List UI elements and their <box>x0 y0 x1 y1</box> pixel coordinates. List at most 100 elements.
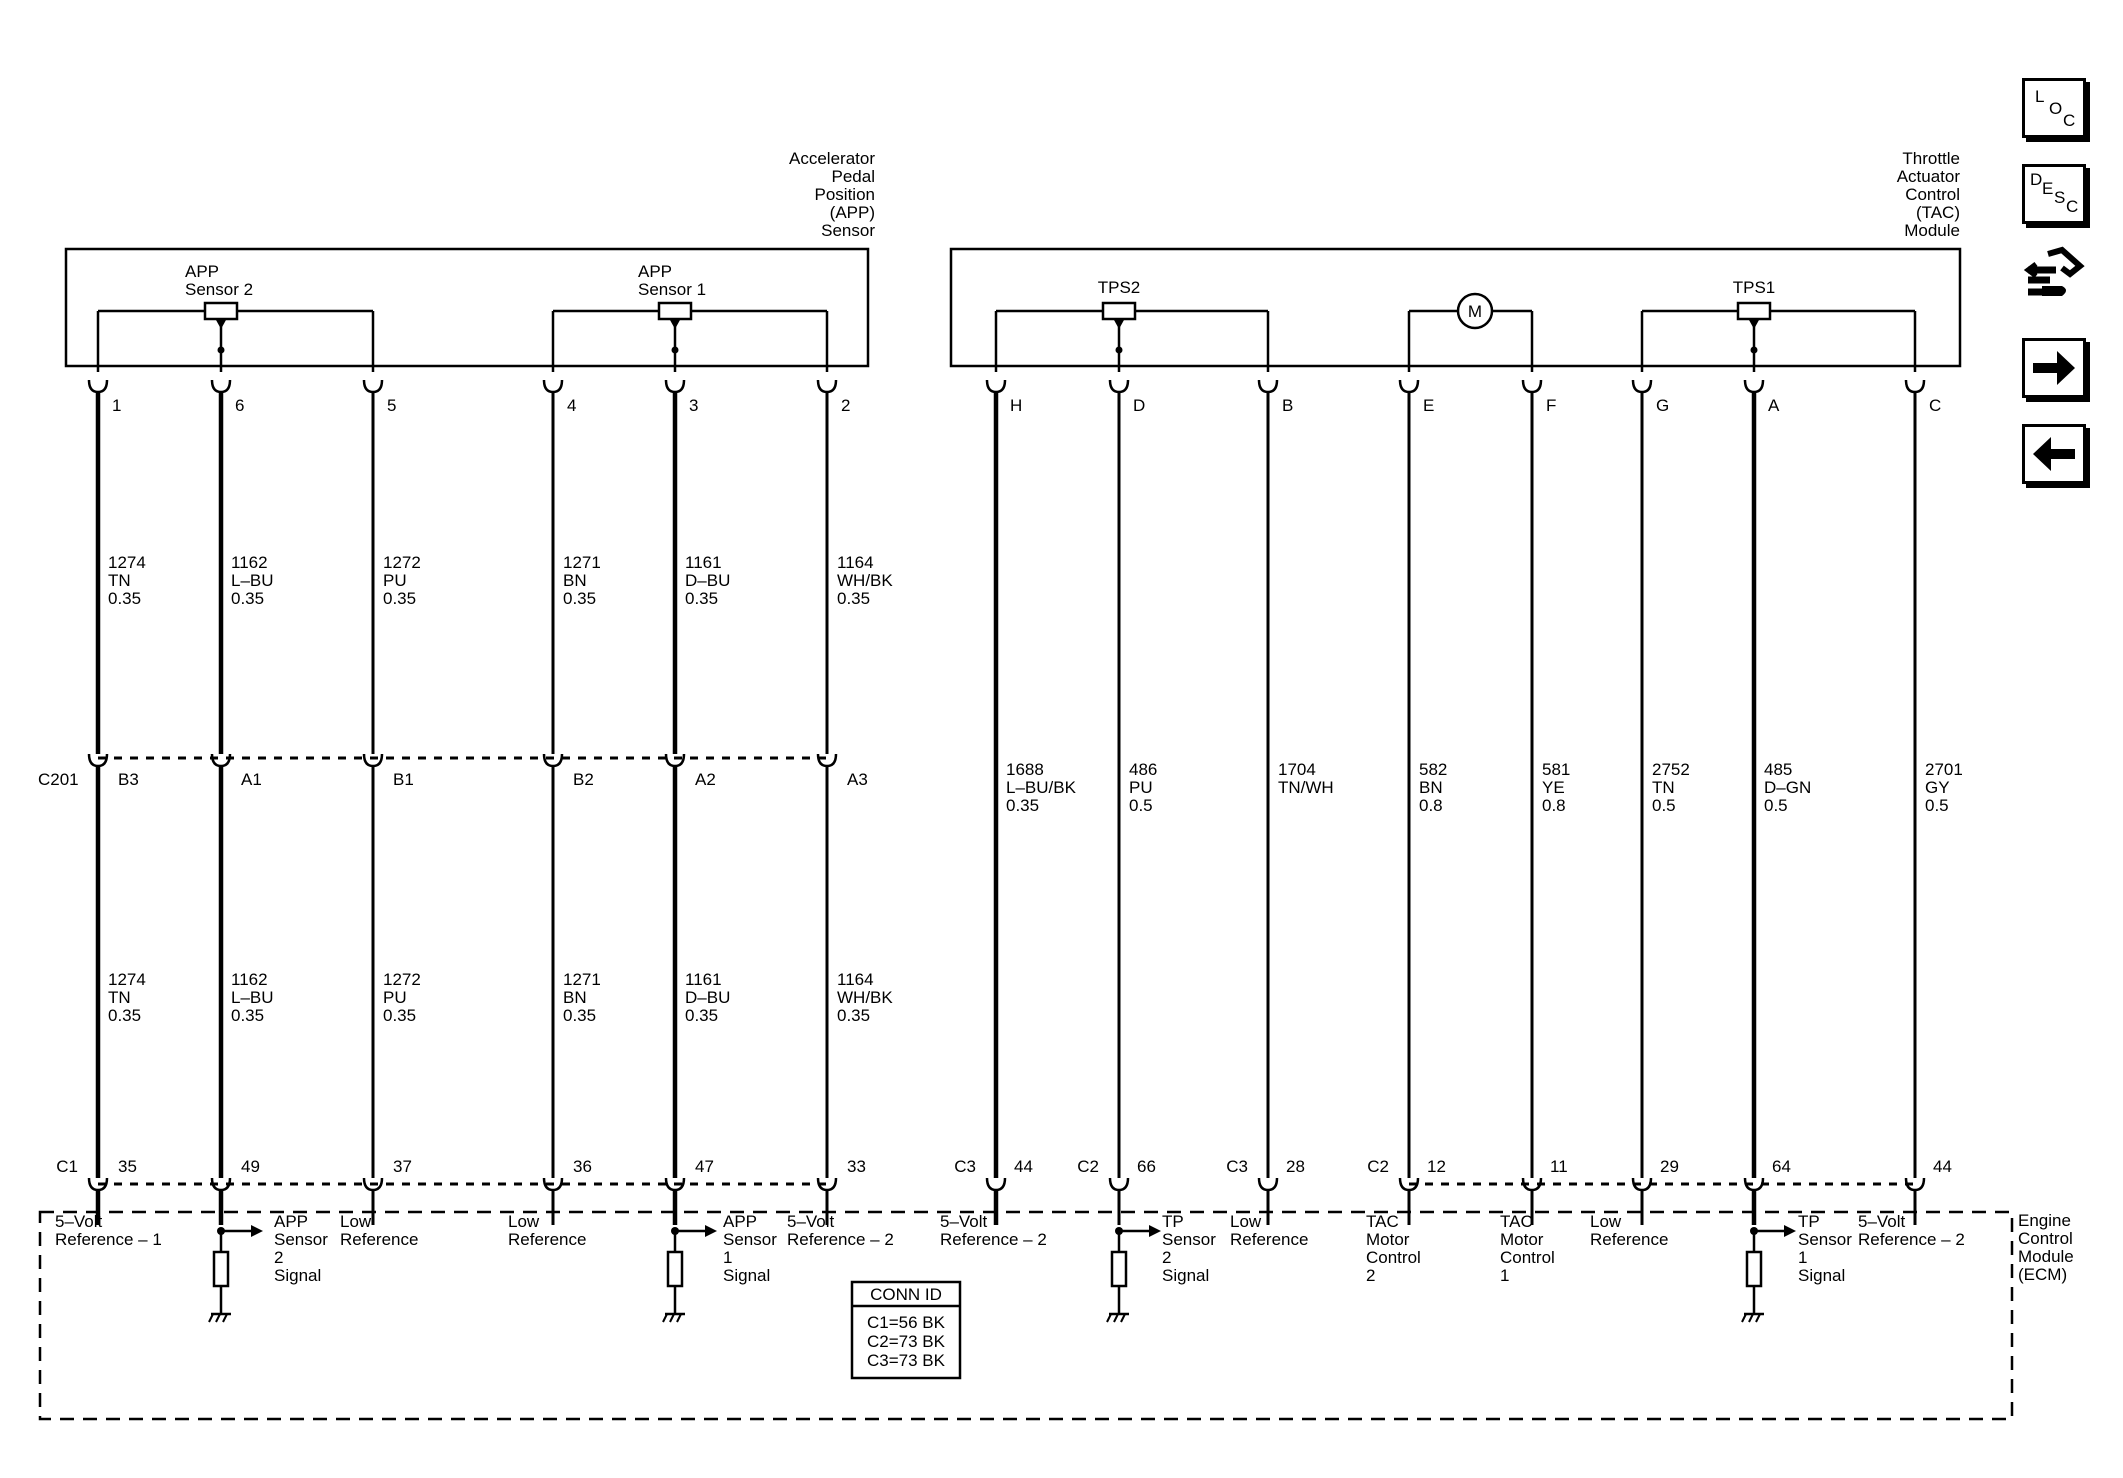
app1-ecm-ground-hatch-2 <box>676 1313 682 1323</box>
tp2-ecm-ground-hatch-2 <box>1120 1313 1126 1323</box>
app-wire-upper-1-id-line-1: L–BU <box>231 571 274 590</box>
tac-pin-H-label: H <box>1010 396 1022 415</box>
tps2-element <box>1101 301 1137 321</box>
desc-c: C <box>2066 197 2079 216</box>
ecm-title-line-0: Engine <box>2018 1211 2071 1230</box>
app-wire-lower-3-id-line-0: 1271 <box>563 970 601 989</box>
c201-A3-terminal <box>816 753 838 768</box>
ecm-func-app-2-line-0: Low <box>340 1212 372 1231</box>
app-wire-lower-4-id-line-2: 0.35 <box>685 1006 718 1025</box>
tac-module-box <box>949 247 1962 368</box>
ecm-func-tac-7-line-1: Reference – 2 <box>1858 1230 1965 1249</box>
tac-pin-E-terminal <box>1398 379 1420 394</box>
app-sensor1-label-line-1: Sensor 1 <box>638 280 706 299</box>
app-wire-upper-5-id-line-1: WH/BK <box>837 571 893 590</box>
tac-wire-4-id-line-0: 581 <box>1542 760 1570 779</box>
app-wire-lower-0-id-line-0: 1274 <box>108 970 146 989</box>
ecm-func-app-1-line-2: 2 <box>274 1248 283 1267</box>
app1-ecm-ground-hatch-0 <box>662 1313 668 1323</box>
ecm-func-app-4-line-1: Sensor <box>723 1230 777 1249</box>
ecm-func-tac-7-line-0: 5–Volt <box>1858 1212 1906 1231</box>
tac-wire-5-id-line-1: TN <box>1652 778 1675 797</box>
conn-id-box <box>850 1280 962 1380</box>
tac-pin-C-label: C <box>1929 396 1941 415</box>
app-wire-upper-3-id-line-1: BN <box>563 571 587 590</box>
app1-ecm-ground-hatch-1 <box>669 1313 675 1323</box>
ecm-func-app-0-line-1: Reference – 1 <box>55 1230 162 1249</box>
tac-wire-5-id-line-2: 0.5 <box>1652 796 1676 815</box>
ecm-func-app-2-line-1: Reference <box>340 1230 418 1249</box>
desc-d: D <box>2030 170 2043 189</box>
ecm-tac-pin-3-label: 12 <box>1427 1157 1446 1176</box>
ecm-func-tac-2-line-0: Low <box>1230 1212 1262 1231</box>
app-sensor2-label-line-0: APP <box>185 262 219 281</box>
app-wire-lower-2-id-line-0: 1272 <box>383 970 421 989</box>
app-wire-lower-2-id-line-1: PU <box>383 988 407 1007</box>
ecm-func-tac-0-line-1: Reference – 2 <box>940 1230 1047 1249</box>
desc-button[interactable]: D E S C <box>2022 164 2086 224</box>
tps2-label: TPS2 <box>1098 278 1141 297</box>
tac-pin-B-terminal <box>1257 379 1279 394</box>
app-wire-lower-1-id-line-0: 1162 <box>231 970 268 989</box>
app-wire-lower-3-id-line-2: 0.35 <box>563 1006 596 1025</box>
tac-pin-H-terminal <box>985 379 1007 394</box>
tac-pin-A-label: A <box>1768 396 1780 415</box>
tp1-ecm-signal-arrow <box>1784 1225 1796 1237</box>
ecm-title-line-2: Module <box>2018 1247 2074 1266</box>
app-wire-upper-2-id-line-2: 0.35 <box>383 589 416 608</box>
tac-module-title-line-3: (TAC) <box>1916 203 1960 222</box>
ecm-title-line-3: (ECM) <box>2018 1265 2067 1284</box>
tac-pin-B-label: B <box>1282 396 1293 415</box>
app-pin-6-label: 6 <box>235 396 244 415</box>
app-sensor-title-line-0: Accelerator <box>789 149 875 168</box>
app2-ecm-signal-arrow <box>251 1225 263 1237</box>
ecm-func-app-3-line-1: Reference <box>508 1230 586 1249</box>
ecm-tac-pin-1-label: 66 <box>1137 1157 1156 1176</box>
motor-symbol <box>1456 292 1494 330</box>
c201-B2-label: B2 <box>573 770 594 789</box>
ecm-tac-pin-4-label: 11 <box>1550 1157 1568 1176</box>
ecm-func-tac-2-line-1: Reference <box>1230 1230 1308 1249</box>
tac-wire-7-id-line-1: GY <box>1925 778 1950 797</box>
tac-wire-0-id-line-2: 0.35 <box>1006 796 1039 815</box>
tac-module-title-line-4: Module <box>1904 221 1960 240</box>
ecm-func-app-1-line-3: Signal <box>274 1266 321 1285</box>
tp1-ecm-ground-hatch-0 <box>1741 1313 1747 1323</box>
app-s2-node <box>217 346 225 354</box>
app-sensor-title-line-3: (APP) <box>830 203 875 222</box>
app-s1-node <box>671 346 679 354</box>
arrow-left-icon <box>2033 437 2075 471</box>
app-wire-upper-5-id-line-2: 0.35 <box>837 589 870 608</box>
conn-id-row-2: C3=73 BK <box>867 1351 946 1370</box>
tps1-label: TPS1 <box>1733 278 1776 297</box>
next-arrow-button[interactable] <box>2022 338 2086 398</box>
tac-wire-3-id-line-0: 582 <box>1419 760 1447 779</box>
ecm-tac-conn-0: C3 <box>954 1157 976 1176</box>
app-pin-4-terminal <box>542 379 564 394</box>
c201-A2-label: A2 <box>695 770 716 789</box>
tac-pin-G-terminal <box>1631 379 1653 394</box>
app-wire-lower-0-id-line-1: TN <box>108 988 131 1007</box>
tac-wire-3-id-line-1: BN <box>1419 778 1443 797</box>
harness-icon[interactable] <box>2022 240 2090 310</box>
tps1-node <box>1750 346 1758 354</box>
app-wire-upper-2-id-line-0: 1272 <box>383 553 421 572</box>
c201-B1-label: B1 <box>393 770 414 789</box>
prev-arrow-button[interactable] <box>2022 424 2086 484</box>
ecm-func-tac-3-line-1: Motor <box>1366 1230 1410 1249</box>
ecm-tac-conn-1: C2 <box>1077 1157 1099 1176</box>
ecm-func-tac-1-line-1: Sensor <box>1162 1230 1216 1249</box>
tac-wire-6-id-line-2: 0.5 <box>1764 796 1788 815</box>
ecm-tac-pin-7-label: 44 <box>1933 1157 1952 1176</box>
tac-module-title-line-0: Throttle <box>1902 149 1960 168</box>
tac-pin-G-label: G <box>1656 396 1669 415</box>
tp2-ecm-resistor <box>1110 1250 1128 1288</box>
ecm-app-pin-1-label: 49 <box>241 1157 260 1176</box>
c201-A1-label: A1 <box>241 770 262 789</box>
ecm-func-app-1-line-0: APP <box>274 1212 308 1231</box>
ecm-func-tac-1-line-0: TP <box>1162 1212 1184 1231</box>
ecm-func-app-5-line-0: 5–Volt <box>787 1212 835 1231</box>
ecm-func-app-4-line-2: 1 <box>723 1248 732 1267</box>
loc-button[interactable]: L O C <box>2022 78 2086 138</box>
app-pin-3-terminal <box>664 379 686 394</box>
